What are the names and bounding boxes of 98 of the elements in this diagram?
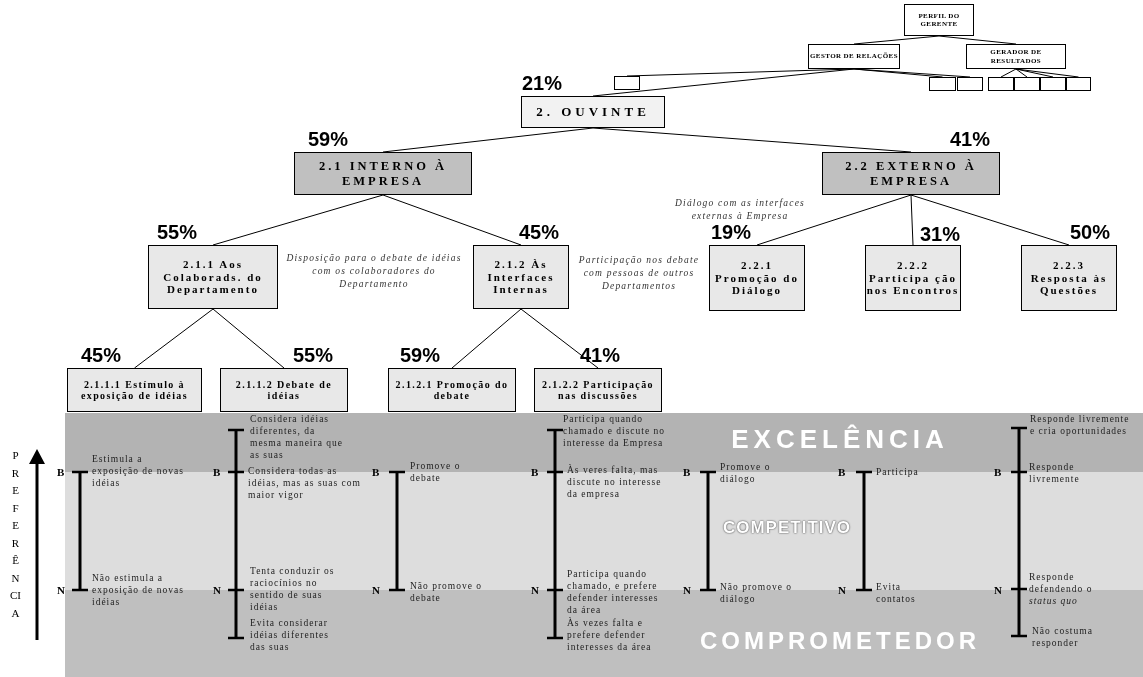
category-box — [865, 245, 961, 311]
category-box — [709, 245, 805, 311]
behavior-description: Não estimula a exposição de novas idéias — [92, 572, 185, 608]
percentage-label: 45% — [519, 221, 560, 243]
annotation-note: Disposição para o debate de idéias com os colaboradores do Departamento — [285, 252, 463, 291]
connector-line — [756, 194, 912, 246]
box-label: 2. OUVINTE — [536, 104, 650, 120]
connector-line — [910, 194, 914, 246]
box-label: 2.1 INTERNO À EMPRESA — [317, 159, 449, 188]
connector-line — [382, 127, 594, 153]
behavior-description: Evita contatos — [876, 581, 917, 605]
category-box — [148, 245, 278, 309]
level-letter: N — [213, 584, 221, 597]
level-letter: N — [372, 584, 380, 597]
category-box — [1021, 245, 1117, 311]
level-letter: B — [372, 466, 380, 479]
level-letter: B — [531, 466, 539, 479]
behavior-description: Promove o diálogo — [720, 461, 772, 485]
category-box — [388, 368, 516, 412]
connector-line — [451, 308, 522, 369]
percentage-label: 41% — [580, 344, 621, 366]
behavior-description: Considera todas as idéias, mas as suas com maior vigor — [248, 465, 362, 501]
category-box — [521, 96, 665, 128]
box-label: 2.1.1.1 Estímulo à exposição de idéias — [79, 378, 190, 402]
level-letter: B — [213, 466, 221, 479]
behavior-description: Estimula a exposição de novas idéias — [92, 453, 185, 489]
empty-box — [614, 76, 640, 90]
box-label: 2.2.1 Promoção do Diálogo — [714, 259, 800, 297]
level-letter: N — [57, 584, 65, 597]
level-letter: B — [838, 466, 846, 479]
connector-line — [853, 68, 971, 78]
axis-label: PREFERÊNCIA — [10, 448, 21, 621]
box-label: 2.2 EXTERNO À EMPRESA — [844, 159, 978, 188]
box-label: 2.1.2.1 Promoção do debate — [394, 378, 510, 402]
level-letter: N — [683, 584, 691, 597]
connector-line — [1015, 68, 1028, 78]
behavior-description: Participa quando chamado, e prefere defender interesses da área — [567, 568, 660, 616]
behavior-description: Considera idéias diferentes, da mesma maneira que as suas — [250, 413, 344, 461]
connector-line — [212, 194, 384, 246]
behavior-description: Participa — [876, 466, 920, 478]
annotation-note: Participação nos debate com pessoas de outros Departamentos — [577, 254, 701, 293]
connector-line — [520, 308, 599, 369]
behavior-description: Às veres falta, mas discute no interesse da empresa — [567, 464, 663, 500]
connector-line — [1000, 68, 1017, 78]
connector-line — [853, 35, 940, 45]
percentage-label: 55% — [293, 344, 334, 366]
box-label: 2.1.2.2 Participação nas discussões — [541, 378, 655, 402]
behavior-description: Responde defendendo o status quo — [1029, 571, 1094, 607]
box-label: 2.2.2 Participa ção nos Encontros — [866, 259, 960, 297]
percentage-label: 59% — [308, 128, 349, 150]
percentage-label: 41% — [950, 128, 991, 150]
behavior-description: Participa quando chamado e discute no interesse da Empresa — [563, 413, 667, 449]
level-letter: B — [57, 466, 65, 479]
connector-line — [592, 127, 912, 153]
behavior-description: Não costuma responder — [1032, 625, 1094, 649]
behavior-description: Responde livremente e cria oportunidades — [1030, 413, 1130, 437]
box-label: 2.1.1 Aos Colaborads. do Departamento — [162, 258, 264, 296]
level-letter: N — [994, 584, 1002, 597]
connector-line — [592, 68, 855, 97]
box-label: 2.2.3 Resposta às Questões — [1029, 259, 1109, 297]
behavior-description: Responde livremente — [1029, 461, 1081, 485]
category-box — [294, 152, 472, 195]
level-letter: N — [531, 584, 539, 597]
connector-line — [134, 308, 214, 369]
percentage-label: 50% — [1070, 221, 1111, 243]
connector-line — [212, 308, 285, 369]
percentage-label: 31% — [920, 223, 961, 245]
level-letter: N — [838, 584, 846, 597]
percentage-label: 19% — [711, 221, 752, 243]
box-label: 2.1.2 Às Interfaces Internas — [486, 258, 556, 296]
band-label: COMPETITIVO — [721, 519, 853, 538]
band-label: EXCELÊNCIA — [730, 425, 950, 454]
connector-line — [910, 194, 1070, 246]
percentage-label: 21% — [522, 72, 563, 94]
level-letter: B — [994, 466, 1002, 479]
connector-line — [382, 194, 522, 246]
behavior-description: Tenta conduzir os raciocínios no sentido de suas idéias — [250, 565, 336, 613]
behavior-description: Não promove o debate — [410, 580, 484, 604]
behavior-description: Promove o debate — [410, 460, 462, 484]
percentage-label: 55% — [157, 221, 198, 243]
level-letter: B — [683, 466, 691, 479]
percentage-label: 59% — [400, 344, 441, 366]
category-box — [534, 368, 662, 412]
percentage-label: 45% — [81, 344, 122, 366]
behavior-description: Não promove o diálogo — [720, 581, 794, 605]
category-box — [67, 368, 202, 412]
box-label: 2.1.1.2 Debate de idéias — [234, 378, 334, 402]
annotation-note: Diálogo com as interfaces externas à Empresa — [674, 197, 806, 223]
category-box — [220, 368, 348, 412]
behavior-description: Evita considerar idéias diferentes das suas — [250, 617, 330, 653]
category-box — [808, 44, 900, 69]
category-box — [822, 152, 1000, 195]
category-box — [473, 245, 569, 309]
category-box — [966, 44, 1066, 69]
category-box — [904, 4, 974, 36]
behavior-description: Às vezes falta e prefere defender interesses da área — [567, 617, 653, 653]
connector-line — [938, 35, 1017, 45]
band-label: COMPROMETEDOR — [699, 628, 981, 655]
